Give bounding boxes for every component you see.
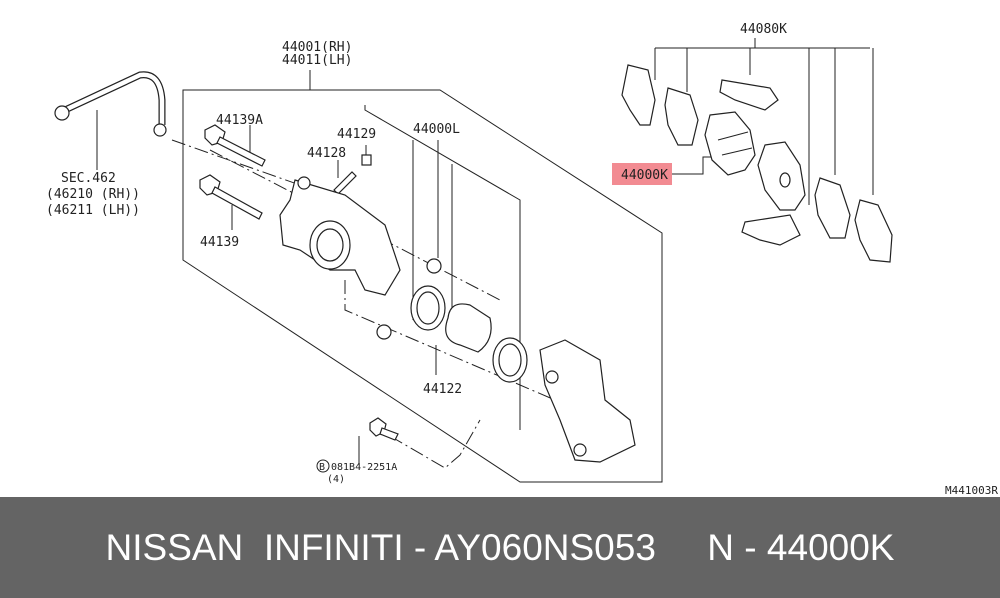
drawing-code: M441003R (945, 484, 998, 497)
piston (445, 303, 492, 353)
part-number-banner: NISSAN INFINITI - AY060NS053 N - 44000K (0, 497, 1000, 598)
parts-diagram: 44001(RH) 44011(LH) SEC.462 (46210 (RH))… (46, 22, 893, 485)
label-caliper-lh: 44011(LH) (282, 53, 352, 68)
highlight-marker (612, 163, 672, 185)
label-bolt-44139: 44139 (200, 235, 239, 250)
label-bleeder: 44128 (307, 146, 346, 161)
label-pad-kit: 44000K (621, 168, 668, 183)
seal-frame (364, 105, 521, 430)
caliper-frame (182, 70, 663, 483)
label-hose-lh: (46211 (LH)) (46, 203, 140, 218)
b-circle-icon (316, 459, 330, 473)
label-mount-bolt-prefix: B (319, 462, 325, 473)
label-hardware-kit: 44080K (740, 22, 787, 37)
pad-clip-lower (741, 214, 801, 246)
pad-clip-upper (719, 79, 779, 111)
bolt-44139 (199, 174, 263, 220)
guide-boot (426, 258, 442, 274)
shim-outer-left (621, 64, 656, 126)
label-bolt-44139a: 44139A (216, 113, 263, 128)
label-mount-bolt-qty: (4) (327, 474, 345, 485)
shim-inner-left (664, 87, 699, 146)
shim-outer-right (854, 199, 893, 263)
label-mount-bolt: 081B4-2251A (331, 462, 397, 473)
shim-inner-right (814, 177, 851, 239)
brake-hose (63, 71, 166, 125)
label-cap: 44129 (337, 127, 376, 142)
bleeder-screw (333, 171, 357, 195)
bleeder-cap (361, 154, 372, 166)
caliper-bracket (539, 339, 636, 463)
label-hose-rh: (46210 (RH)) (46, 187, 140, 202)
bolt-44139a (204, 124, 266, 167)
label-hose-sec: SEC.462 (61, 171, 116, 186)
label-piston: 44122 (423, 382, 462, 397)
label-seal-kit: 44000L (413, 122, 460, 137)
label-caliper-rh: 44001(RH) (282, 40, 352, 55)
brake-pad-inner (704, 111, 756, 176)
